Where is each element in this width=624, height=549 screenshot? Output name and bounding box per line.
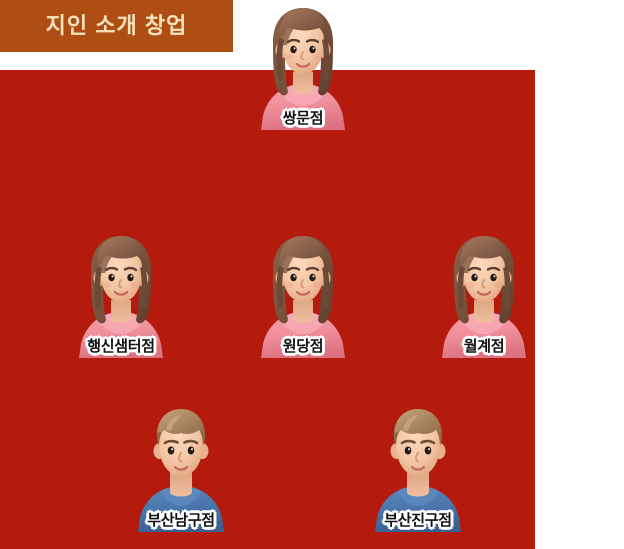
- avatar-node-원당점[interactable]: 원당점: [255, 228, 351, 358]
- header-ribbon: 지인 소개 창업: [0, 0, 233, 52]
- avatar-node-부산진구점[interactable]: 부산진구점: [370, 402, 466, 532]
- avatar-node-부산남구점[interactable]: 부산남구점: [133, 402, 229, 532]
- female-avatar-pink-shirt-icon: [436, 228, 532, 358]
- male-avatar-blue-shirt-icon: [133, 402, 229, 532]
- female-avatar-pink-shirt-icon: [255, 0, 351, 130]
- male-avatar-blue-shirt-icon: [370, 402, 466, 532]
- store-name-label: 원당점: [281, 337, 326, 356]
- avatar-node-쌍문점[interactable]: 쌍문점: [255, 0, 351, 130]
- avatar-node-월계점[interactable]: 월계점: [436, 228, 532, 358]
- store-name-label: 월계점: [462, 337, 507, 356]
- female-avatar-pink-shirt-icon: [255, 228, 351, 358]
- store-name-label: 쌍문점: [281, 109, 326, 128]
- female-avatar-pink-shirt-icon: [73, 228, 169, 358]
- avatar-node-행신샘터점[interactable]: 행신샘터점: [73, 228, 169, 358]
- red-background-panel: [0, 70, 535, 549]
- page-title: 지인 소개 창업: [45, 13, 188, 38]
- store-name-label: 부산진구점: [382, 511, 454, 530]
- store-name-label: 행신샘터점: [85, 337, 157, 356]
- store-name-label: 부산남구점: [145, 511, 217, 530]
